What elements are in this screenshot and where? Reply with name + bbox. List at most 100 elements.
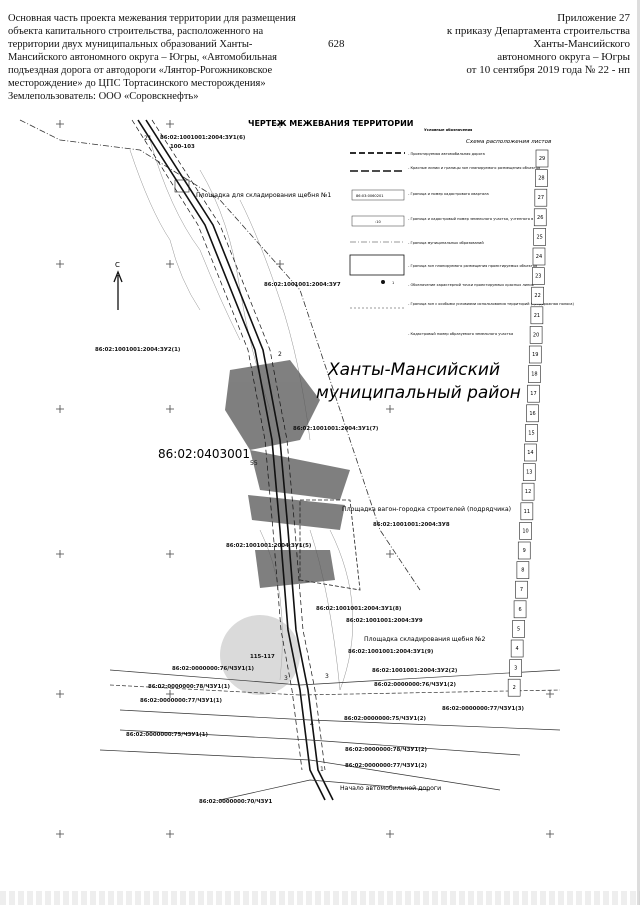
- sheet-scheme: 2928272625242322212019181716151413121110…: [507, 149, 549, 697]
- district-boundary: [19, 119, 421, 591]
- sheet-number: 19: [532, 352, 538, 358]
- legend-item: - Обозначение характерной точки проектир…: [408, 283, 535, 287]
- sheet-box: [533, 208, 547, 227]
- parcel-label: 86:02:0000000:76/ЧЗУ1(1): [172, 666, 254, 672]
- sheet-number: 8: [521, 568, 524, 574]
- sheet-number: 10: [522, 528, 528, 534]
- sheet-number: 25: [536, 234, 542, 240]
- sheet-box: [530, 306, 544, 325]
- sheet-number: 28: [538, 176, 544, 182]
- sheet-number: 11: [524, 509, 530, 515]
- sheet-box: [535, 169, 548, 187]
- sheet-box: [516, 561, 530, 579]
- parcel-label: 86:02:1001001:2004:ЗУ1(9): [348, 649, 433, 655]
- legend-item: - Граница и номер кадастрового квартала: [408, 192, 489, 196]
- sheet-box: [509, 659, 522, 677]
- sheet-box: [521, 482, 535, 501]
- parcel-labels: 86:02:1001001:2004:ЗУ1(6) 100-103 86:02:…: [95, 135, 524, 805]
- sheet-box: [528, 365, 541, 383]
- header-left-line: Землепользователь: ООО «Соровскнефть»: [8, 91, 199, 102]
- header-right-line: Приложение 27: [557, 12, 630, 24]
- sheet-number: 26: [537, 215, 543, 221]
- sheet-box: [520, 502, 534, 521]
- district-label: муниципальный район: [316, 383, 521, 403]
- parcel-label: 86:02:1001001:2004:ЗУ1(5): [226, 543, 311, 549]
- point-numbers: 21 2 55 3 4 3 1: [144, 135, 329, 773]
- road-corridor: [131, 119, 334, 801]
- svg-text:4: 4: [310, 721, 314, 728]
- site2-outline: [299, 499, 361, 591]
- sheet-box: [507, 678, 521, 697]
- project-description: Основная часть проекта межевания террито…: [8, 12, 324, 103]
- sheet-number: 9: [523, 548, 526, 554]
- sheet-box: [527, 384, 540, 403]
- sheet-number: 27: [538, 195, 544, 201]
- legend-item: - Граница муниципальных образований: [408, 241, 484, 245]
- sheet-box: [533, 228, 546, 246]
- sheet-box: [519, 522, 532, 540]
- sheet-number: 29: [539, 156, 545, 162]
- svg-text:3: 3: [325, 673, 329, 680]
- svg-text:3: 3: [284, 675, 288, 682]
- map-title: ЧЕРТЕЖ МЕЖЕВАНИЯ ТЕРРИТОРИИ: [248, 119, 413, 128]
- sheet-number: 16: [529, 411, 535, 417]
- svg-text:55: 55: [250, 460, 258, 467]
- site3-label: Площадка складирования щебня №2: [364, 635, 485, 643]
- sheet-box: [517, 541, 531, 560]
- sheet-number: 4: [516, 646, 519, 652]
- legend-item: - Граница зон планируемого размещения пр…: [408, 264, 537, 268]
- sheet-box: [522, 463, 536, 481]
- header-left-line: подъездная дорога от автодороги «Лянтор-…: [8, 65, 273, 76]
- scan-artifact: [0, 891, 640, 905]
- sheet-box: [529, 326, 543, 344]
- land-survey-map: 21 2 55 3 4 3 1 ЧЕРТЕЖ МЕЖЕВАНИЯ ТЕРРИТО…: [19, 119, 574, 838]
- sheet-number: 13: [526, 470, 532, 476]
- sheet-box: [535, 149, 549, 168]
- north-arrow-icon: С: [113, 261, 123, 310]
- svg-text:2: 2: [278, 351, 282, 358]
- sheet-number: 15: [528, 430, 534, 436]
- sheet-number: 23: [535, 274, 541, 280]
- sheet-box: [528, 345, 542, 364]
- legend-item: - Проектируемая автомобильная дорога: [408, 152, 485, 156]
- site1-label: Площадка для складирования щебня №1: [196, 191, 331, 199]
- parcel-label: 86:02:0000000:77/ЧЗУ1(2): [345, 763, 427, 769]
- sheet-number: 17: [530, 391, 536, 397]
- parcel-label: 86:02:1001001:2004:ЗУ9: [346, 618, 423, 624]
- sheet-number: 5: [517, 626, 520, 632]
- sheet-number: 20: [533, 332, 539, 338]
- sheet-number: 3: [514, 666, 517, 672]
- sheet-number: 7: [520, 587, 523, 593]
- sheet-number: 18: [531, 372, 537, 378]
- parcel-label: 86:02:0000000:78/ЧЗУ1(2): [345, 747, 427, 753]
- appendix-header: Приложение 27 к приказу Департамента стр…: [370, 12, 630, 77]
- header-right-line: Ханты-Мансийского: [533, 38, 630, 50]
- parcel-label: 86:02:1001001:2004:ЗУ1(7): [293, 426, 378, 432]
- header-right-line: от 10 сентября 2019 года № 22 - нп: [466, 64, 630, 76]
- header-left-line: Мансийского автономного округа – Югры, «…: [8, 52, 277, 63]
- sheet-box: [531, 286, 544, 305]
- legend-item: - Граница и кадастровый номер земельного…: [408, 217, 542, 221]
- sheet-number: 21: [534, 313, 540, 319]
- parcel-label: 86:02:0000000:76/ЧЗУ1(2): [374, 682, 456, 688]
- legend-sample-point: 1: [392, 281, 394, 285]
- legend-item: - Граница зон с особыми условиями исполь…: [408, 302, 574, 306]
- parcel-label: 86:02:0000000:77/ЧЗУ1(3): [442, 706, 524, 712]
- sheet-box: [515, 580, 528, 599]
- legend-title: Условные обозначения: [424, 128, 473, 132]
- parcel-label: 86:02:1001001:2004:ЗУ2(1): [95, 347, 180, 353]
- sheet-box: [513, 600, 527, 619]
- sheet-box: [510, 639, 524, 658]
- parcel-label: 100-103: [170, 144, 195, 150]
- legend-sample-quarter: 86:03:0060201: [356, 194, 384, 198]
- scan-edge: [637, 0, 640, 905]
- parcel-label: 86:02:0000000:77/ЧЗУ1(1): [140, 698, 222, 704]
- sheet-number: 22: [534, 293, 540, 299]
- quarter-label: 86:02:0403001: [158, 447, 250, 461]
- parcel-label: 86:02:1001001:2004:ЗУ1(6): [160, 135, 245, 141]
- sheet-box: [526, 404, 539, 423]
- parcel-label: 86:02:0000000:70/ЧЗУ1: [199, 799, 273, 805]
- parcel-label: 115-117: [250, 654, 275, 660]
- junction-lines: [99, 669, 561, 801]
- site2-label: Площадка вагон-городка строителей (подря…: [342, 505, 511, 513]
